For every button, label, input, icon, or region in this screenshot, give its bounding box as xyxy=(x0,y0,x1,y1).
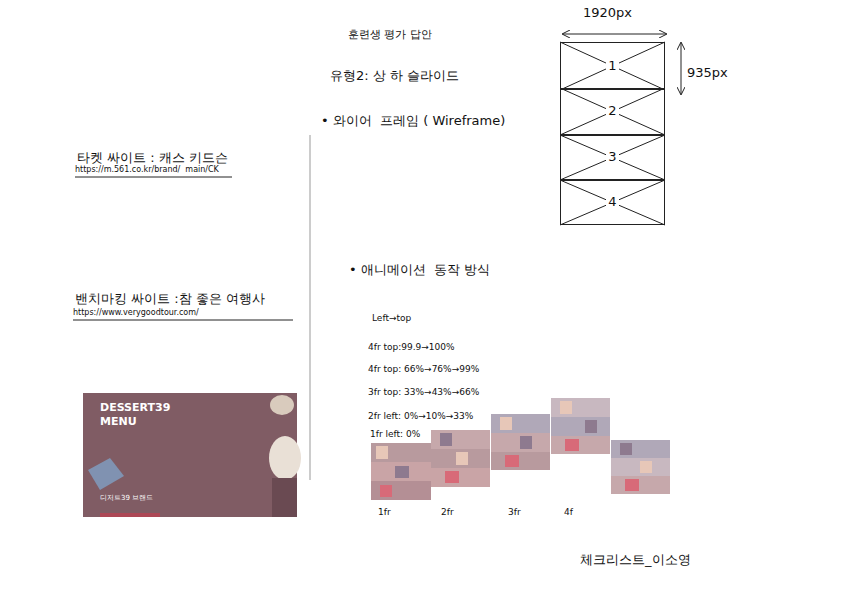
slide-number: 3 xyxy=(606,150,618,164)
frame-label: 2fr xyxy=(441,507,454,518)
underline xyxy=(73,320,293,321)
page-title: 훈련생 평가 답안 xyxy=(348,28,432,41)
animation-step: 3fr top: 33%→43%→66% xyxy=(368,387,479,398)
screenshot-panel: DESSERT39 MENU 디저트39 브랜드 xyxy=(83,393,297,517)
url-text: https://www.verygoodtour.com/ xyxy=(73,308,199,318)
section-heading: • 와이어 프레임 ( Wireframe) xyxy=(321,113,505,129)
wireframe-box: 1 xyxy=(560,42,665,90)
wireframe-box: 2 xyxy=(560,88,665,135)
heading: 유형2: 상 하 슬라이드 xyxy=(330,68,459,84)
brand-sub: 디저트39 브랜드 xyxy=(100,493,153,503)
wireframe-box: 4 xyxy=(560,180,665,225)
slide-number: 1 xyxy=(606,59,618,73)
section-heading: • 애니메이션 동작 방식 xyxy=(349,262,490,278)
url-text: https://m.561.co.kr/brand/ main/CK xyxy=(75,165,219,175)
frame-label: 3fr xyxy=(508,507,521,518)
note-text: Left→top xyxy=(372,313,411,324)
underline xyxy=(75,177,232,178)
dimension-label: 1920px xyxy=(583,5,632,21)
author-label: 체크리스트_이소영 xyxy=(580,552,691,568)
divider-line xyxy=(309,135,311,480)
dimension-arrow xyxy=(681,43,682,94)
dimension-arrow xyxy=(563,34,666,35)
brand-heading: DESSERT39 MENU xyxy=(100,401,180,429)
animation-step: 4fr top:99.9→100% xyxy=(368,342,455,353)
screenshot xyxy=(83,393,301,517)
frame-label: 4f xyxy=(564,507,573,518)
slide-number: 4 xyxy=(606,195,618,209)
animation-step: 1fr left: 0% xyxy=(370,429,420,440)
site-label: 밴치마킹 싸이트 :참 좋은 여행사 xyxy=(75,291,265,307)
site-label: 타켓 싸이트 : 캐스 키드슨 xyxy=(77,150,228,166)
frame-label: 1fr xyxy=(378,507,391,518)
animation-step: 4fr top: 66%→76%→99% xyxy=(368,364,479,375)
dimension-label: 935px xyxy=(687,65,728,81)
slide-number: 2 xyxy=(606,104,618,118)
wireframe-cross xyxy=(560,42,665,225)
animation-step: 2fr left: 0%→10%→33% xyxy=(368,411,473,422)
wireframe-box: 3 xyxy=(560,135,665,180)
